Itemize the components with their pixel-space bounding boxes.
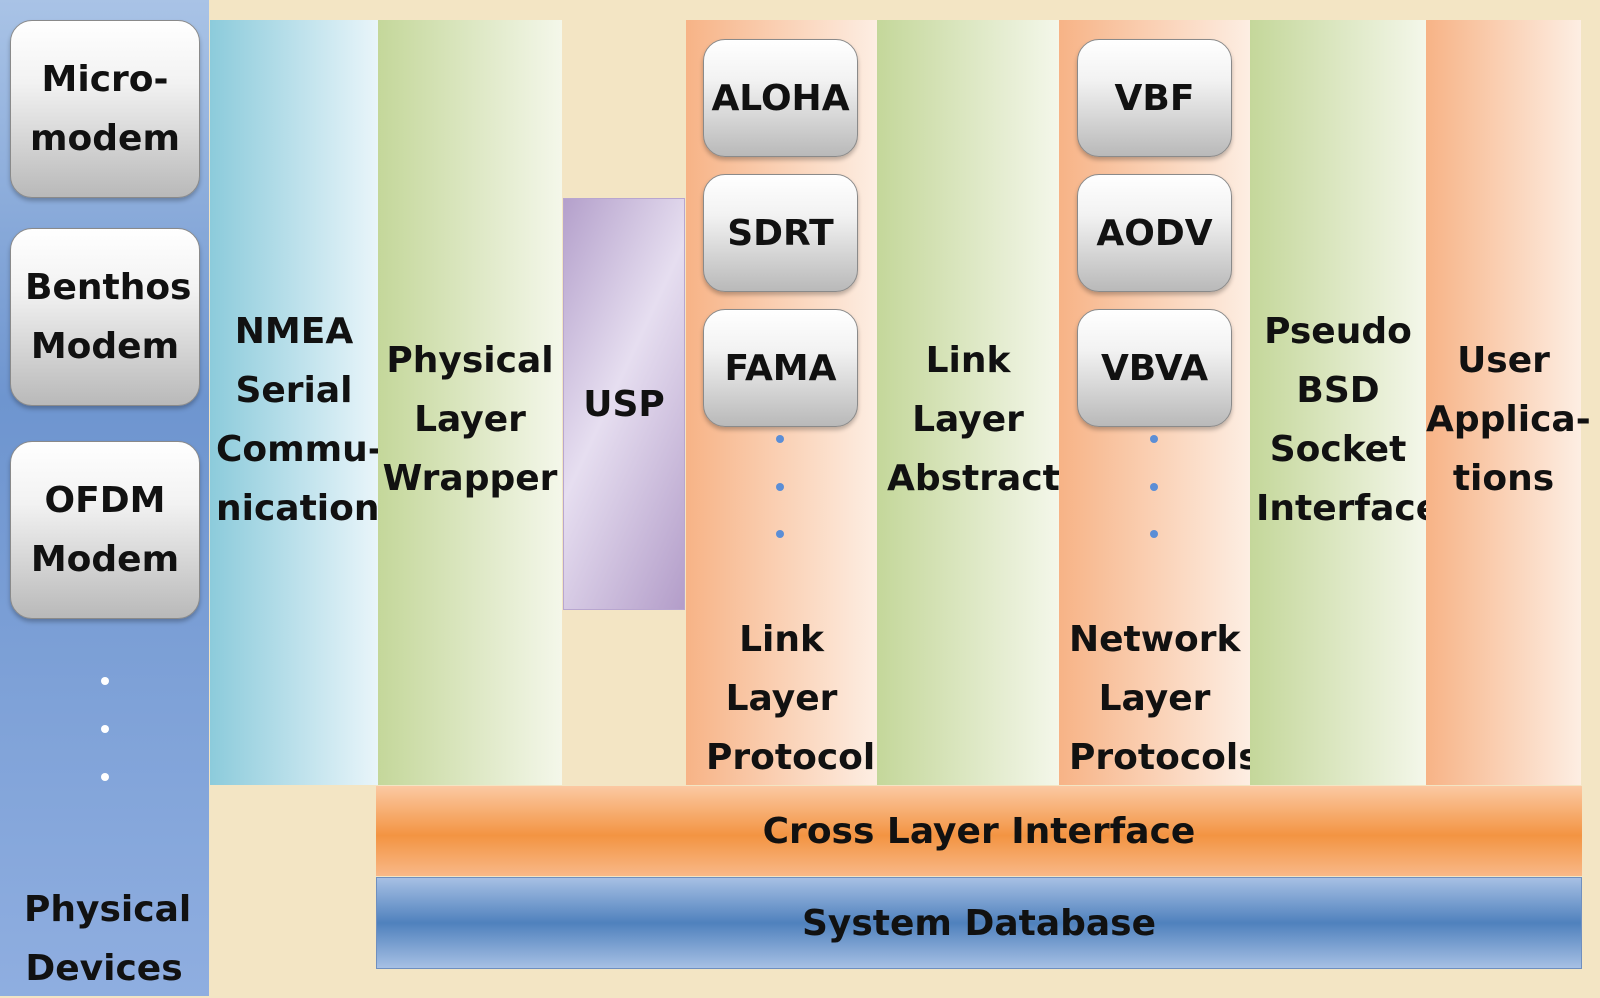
network-layer-protocols[interactable]: VBF AODV VBVA Network Layer Protocols <box>1059 20 1260 785</box>
user-applications[interactable]: User Applica-tions <box>1426 20 1591 785</box>
ofdm-modem-label: OFDM Modem <box>30 480 180 580</box>
physical-devices-column: Micro-modem Benthos Modem OFDM Modem Phy… <box>0 0 209 996</box>
nmea-layer[interactable]: NMEA Serial Commu-nication <box>210 20 383 785</box>
ellipsis-dot <box>1150 530 1158 538</box>
ellipsis-dot <box>101 773 109 781</box>
cross-layer-interface-label: Cross Layer Interface <box>762 810 1196 852</box>
link-layer-protocols-label: Link Layer Protocols <box>706 619 897 778</box>
fama-protocol[interactable]: FAMA <box>703 309 858 427</box>
aloha-label: ALOHA <box>711 77 850 119</box>
sdrt-label: SDRT <box>727 212 834 254</box>
bsd-socket-interface-label: Pseudo BSD Socket Interface <box>1256 311 1441 529</box>
bsd-socket-interface[interactable]: Pseudo BSD Socket Interface <box>1250 20 1441 785</box>
aodv-protocol[interactable]: AODV <box>1077 174 1232 292</box>
micro-modem-label: Micro-modem <box>30 59 180 159</box>
vbf-protocol[interactable]: VBF <box>1077 39 1232 157</box>
aloha-protocol[interactable]: ALOHA <box>703 39 858 157</box>
aodv-label: AODV <box>1096 212 1213 254</box>
system-database-label: System Database <box>801 902 1157 944</box>
ofdm-modem-box[interactable]: OFDM Modem <box>10 441 200 619</box>
vbva-label: VBVA <box>1100 347 1209 389</box>
ellipsis-dot <box>101 725 109 733</box>
physical-devices-label: Physical Devices <box>24 889 192 989</box>
ellipsis-dot <box>1150 483 1158 491</box>
vbf-label: VBF <box>1114 77 1195 119</box>
physical-layer-wrapper[interactable]: Physical Layer Wrapper <box>378 20 562 785</box>
link-layer-abstract-label: Link Layer Abstract <box>887 340 1060 499</box>
usp-layer[interactable]: USP <box>563 198 685 610</box>
ellipsis-dot <box>1150 435 1158 443</box>
vbva-protocol[interactable]: VBVA <box>1077 309 1232 427</box>
network-layer-protocols-label: Network Layer Protocols <box>1069 619 1260 778</box>
link-layer-protocols[interactable]: ALOHA SDRT FAMA Link Layer Protocols <box>686 20 897 785</box>
cross-layer-interface[interactable]: Cross Layer Interface <box>376 786 1582 876</box>
user-applications-label: User Applica-tions <box>1426 340 1591 499</box>
ellipsis-dot <box>776 435 784 443</box>
physical-layer-wrapper-label: Physical Layer Wrapper <box>382 340 558 499</box>
usp-label: USP <box>583 383 665 425</box>
ellipsis-dot <box>776 483 784 491</box>
link-layer-abstract[interactable]: Link Layer Abstract <box>877 20 1060 785</box>
sdrt-protocol[interactable]: SDRT <box>703 174 858 292</box>
benthos-modem-label: Benthos Modem <box>25 267 192 367</box>
benthos-modem-box[interactable]: Benthos Modem <box>10 228 200 406</box>
system-database[interactable]: System Database <box>376 877 1582 969</box>
ellipsis-dot <box>776 530 784 538</box>
ellipsis-dot <box>101 677 109 685</box>
micro-modem-box[interactable]: Micro-modem <box>10 20 200 198</box>
nmea-label: NMEA Serial Commu-nication <box>216 311 383 529</box>
fama-label: FAMA <box>724 347 837 389</box>
